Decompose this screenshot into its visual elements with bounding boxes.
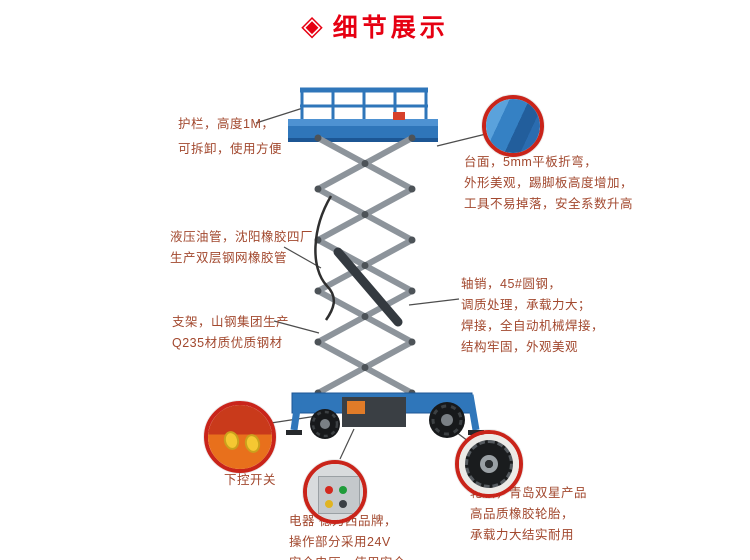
leader-platform [436,133,487,147]
electric-green-button-shape [339,486,347,494]
power-unit [347,401,365,414]
annotation-hydraulic-hose: 液压油管，沈阳橡胶四厂 生产双层钢网橡胶管 [170,230,314,265]
remote-button-shape [242,432,263,455]
page-title: 细节展示 [332,14,449,42]
electric-panel-shape [318,476,360,514]
pendant-control [393,112,405,120]
wheel-right [429,402,465,438]
outrigger-right [466,394,484,435]
annotation-axle-pin: 轴销，45#圆钢， 调质处理，承载力大； 焊接，全自动机械焊接， 结构牢固，外观… [461,277,605,354]
electric-photo-image [307,464,363,520]
electric-dark-button-shape [339,500,347,508]
platform-deck [288,112,438,142]
platform-detail-photo [482,95,544,157]
remote-button-shape [221,429,242,452]
leader-frame [273,320,320,334]
scissor-pivots [314,134,416,397]
chassis [291,392,473,427]
tire-photo-image [459,434,519,494]
annotation-lower-control-switch: 下控开关 [223,473,276,487]
leader-electric [339,428,355,460]
remote-photo-image [208,405,272,469]
tire-detail-photo [455,430,523,498]
page-header: ◈ 细节展示 [0,8,750,44]
hydraulic-cylinder [333,247,403,327]
annotation-platform: 台面，5mm平板折弯， 外形美观，踢脚板高度增加， 工具不易掉落，安全系数升高 [464,155,634,211]
scissor-lift-illustration [286,87,484,439]
electric-red-button-shape [325,486,333,494]
annotation-guardrail: 护栏，高度1M， 可拆卸，使用方便 [178,117,283,156]
remote-control-detail-photo [204,401,276,473]
annotation-support-frame: 支架，山钢集团生产 Q235材质优质钢材 [172,315,290,350]
leader-hose [283,246,322,269]
leader-pin [408,298,460,306]
hydraulic-hose-shape [314,195,336,321]
electric-yellow-button-shape [325,500,333,508]
diamond-icon: ◈ [301,10,323,41]
tire-shape [465,440,513,488]
leader-guardrail [255,107,304,124]
wheel-left [310,409,340,439]
outrigger-left [286,394,303,435]
electric-box-detail-photo [303,460,367,524]
platform-photo-image [486,99,540,153]
tire-hub-shape [480,455,498,473]
guardrail [300,87,428,122]
